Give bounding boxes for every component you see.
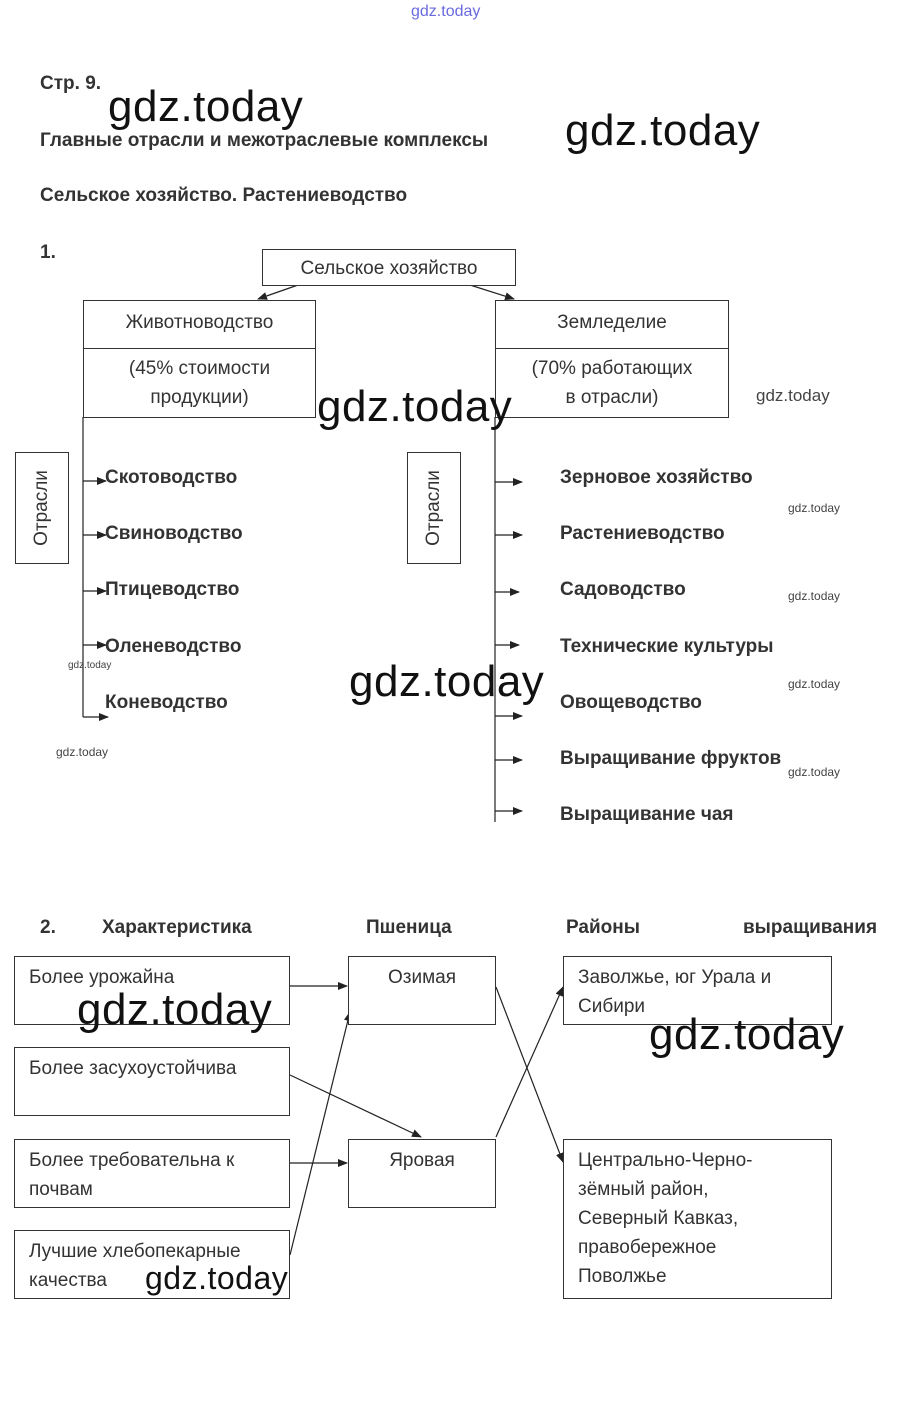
watermark: gdz.today [145, 1260, 289, 1296]
characteristic-box: Более урожайна [14, 956, 290, 1025]
right-item: Зерновое хозяйство [560, 467, 753, 488]
region-text: правобережное [578, 1237, 717, 1258]
left-item: Птицеводство [105, 579, 240, 600]
region-text: Заволжье, юг Урала и [578, 967, 772, 988]
header-characteristic: Характеристика [102, 917, 252, 938]
wheat-type-label: Яровая [389, 1150, 455, 1171]
branches-label-right: Отрасли [407, 452, 461, 564]
characteristic-box: Лучшие хлебопекарные качества [14, 1230, 290, 1299]
region-text: Центрально-Черно- [578, 1150, 753, 1171]
left-item: Свиноводство [105, 523, 243, 544]
page-number: Стр. 9. [40, 73, 102, 94]
wheat-winter-box: Озимая [348, 956, 496, 1025]
watermark: gdz.today [756, 386, 830, 405]
watermark: gdz.today [788, 765, 841, 779]
watermark: gdz.today [317, 382, 513, 431]
farming-title: Земледелие [496, 301, 728, 349]
branches-text: Отрасли [31, 470, 53, 546]
characteristic-text: Лучшие хлебопекарные [29, 1241, 241, 1262]
watermark: gdz.today [788, 589, 841, 603]
farming-note-1: (70% работающих [531, 358, 693, 379]
characteristic-text: Более требовательна к [29, 1150, 235, 1171]
arrow-root-left [257, 284, 299, 300]
root-label: Сельское хозяйство [300, 258, 478, 279]
characteristic-box: Более требовательна к почвам [14, 1139, 290, 1208]
region-box: Заволжье, юг Урала и Сибири [563, 956, 832, 1025]
watermark: gdz.today [56, 745, 109, 759]
watermark: gdz.today [108, 82, 304, 131]
characteristic-text: Более урожайна [29, 967, 175, 988]
livestock-note-2: продукции) [150, 387, 249, 408]
wheat-spring-box: Яровая [348, 1139, 496, 1208]
characteristic-box: Более засухоустойчива [14, 1047, 290, 1116]
region-text: Сибири [578, 996, 646, 1017]
region-text: Поволжье [578, 1266, 667, 1287]
arrow-root-right [469, 284, 515, 301]
watermark: gdz.today [649, 1010, 845, 1059]
header-regions: Районы [566, 917, 640, 938]
root-box: Сельское хозяйство [262, 249, 516, 286]
watermark: gdz.today [788, 501, 841, 515]
wheat-type-label: Озимая [387, 967, 457, 988]
right-item: Выращивание чая [560, 804, 734, 825]
task-2-number: 2. [40, 917, 56, 938]
livestock-note-1: (45% стоимости [128, 358, 271, 379]
right-item: Садоводство [560, 579, 686, 600]
left-item: Скотоводство [105, 467, 238, 488]
characteristic-text: почвам [29, 1179, 93, 1200]
region-box: Центрально-Черно- зёмный район, Северный… [563, 1139, 832, 1299]
right-item: Растениеводство [560, 523, 725, 544]
livestock-box: Животноводство (45% стоимости продукции) [83, 300, 316, 418]
watermark: gdz.today [77, 985, 273, 1034]
farming-note-2: в отрасли) [565, 387, 659, 408]
section-title: Главные отрасли и межотраслевые комплекс… [40, 130, 489, 151]
right-item: Выращивание фруктов [560, 748, 782, 769]
header-wheat: Пшеница [366, 917, 452, 938]
region-text: зёмный район, [578, 1179, 709, 1200]
branches-text: Отрасли [423, 470, 445, 546]
watermark: gdz.today [788, 677, 841, 691]
watermark: gdz.today [349, 657, 545, 706]
region-text: Северный Кавказ, [578, 1208, 739, 1229]
watermark: gdz.today [68, 660, 112, 671]
left-item: Оленеводство [105, 636, 242, 657]
section-subtitle: Сельское хозяйство. Растениеводство [40, 185, 408, 206]
characteristic-text: качества [29, 1270, 107, 1291]
task-1-number: 1. [40, 242, 56, 263]
left-item: Коневодство [105, 692, 228, 713]
watermark-top: gdz.today [411, 3, 481, 20]
right-item: Овощеводство [560, 692, 702, 713]
characteristic-text: Более засухоустойчива [29, 1058, 237, 1079]
branches-label-left: Отрасли [15, 452, 69, 564]
farming-box: Земледелие (70% работающих в отрасли) [495, 300, 729, 418]
header-growing: выращивания [743, 917, 878, 938]
watermark: gdz.today [565, 106, 761, 155]
livestock-title: Животноводство [84, 301, 315, 349]
right-item: Технические культуры [560, 636, 774, 657]
